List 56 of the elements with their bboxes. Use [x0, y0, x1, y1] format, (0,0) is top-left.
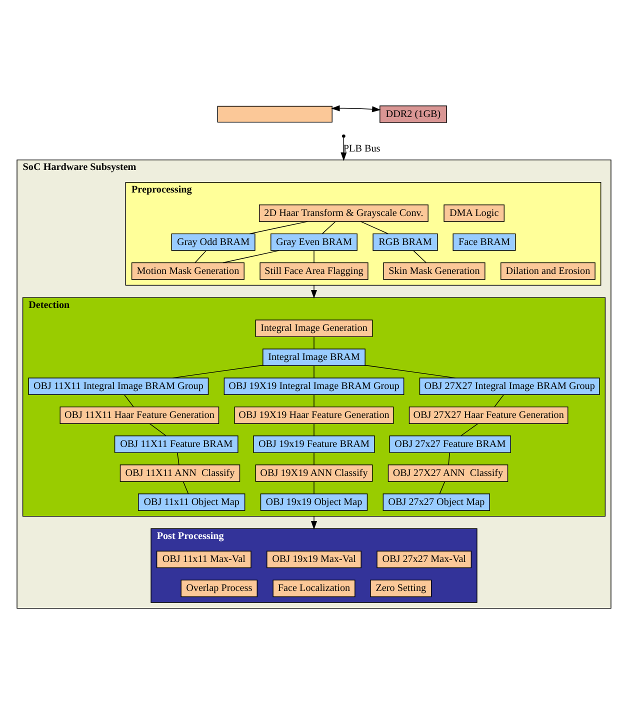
node-box [217, 105, 332, 122]
connector [177, 452, 180, 465]
arrow [331, 104, 381, 112]
node-box: OBJ 11X11 Integral Image BRAM Group [28, 377, 209, 394]
node-box: Overlap Process [180, 579, 258, 597]
node-box: OBJ 19X19 ANN Classify [255, 464, 373, 482]
node-box: Face Localization [272, 579, 356, 597]
edge-label: PLB Bus [343, 142, 380, 154]
connector [322, 220, 336, 234]
node-box: OBJ 27x27 Max-Val [376, 550, 472, 568]
node-box: OBJ 19x19 Feature BRAM [253, 435, 375, 452]
node-box: DMA Logic [444, 204, 504, 222]
node-box: Integral Image BRAM [262, 348, 366, 366]
arrow [310, 284, 318, 298]
node-box: OBJ 11x11 Max-Val [156, 550, 252, 568]
connector [364, 364, 456, 378]
node-box: DDR2 (1GB) [380, 105, 447, 122]
node-box: OBJ 27X27 Integral Image BRAM Group [419, 377, 600, 394]
node-box: OBJ 19X19 Haar Feature Generation [234, 406, 394, 424]
node-box: Face BRAM [452, 232, 516, 250]
connector [360, 220, 389, 234]
connector [182, 480, 189, 494]
node-box: Zero Setting [370, 579, 432, 597]
node-box: 2D Haar Transform & Grayscale Conv. [258, 204, 428, 222]
node-box: OBJ 19x19 Object Map [260, 493, 368, 510]
node-box: OBJ 11x11 Object Map [138, 493, 246, 510]
node-box: Dilation and Erosion [500, 262, 596, 280]
node-box: Skin Mask Generation [383, 262, 486, 280]
node-box: OBJ 11X11 Haar Feature Generation [60, 406, 220, 424]
node-box: OBJ 11X11 ANN Classify [120, 464, 240, 482]
connector [448, 452, 450, 465]
node-box: Motion Mask Generation [131, 262, 244, 280]
node-box: OBJ 27X27 ANN Classify [388, 464, 508, 482]
node-box: OBJ 27x27 Object Map [382, 493, 490, 510]
connector [124, 394, 134, 407]
node-box: RGB BRAM [372, 232, 438, 250]
connector [222, 250, 280, 263]
node-box: Still Face Area Flagging [260, 262, 368, 280]
node-box: OBJ 19x19 Max-Val [266, 550, 362, 568]
node-box: Gray Odd BRAM [171, 232, 256, 250]
node-box: OBJ 11X11 Feature BRAM [114, 435, 238, 452]
node-box: Gray Even BRAM [270, 232, 358, 250]
node-box: OBJ 27X27 Haar Feature Generation [408, 406, 568, 424]
node-box: OBJ 19X19 Integral Image BRAM Group [224, 377, 404, 394]
connector [194, 250, 206, 263]
node-box: OBJ 27x27 Feature BRAM [389, 435, 512, 452]
connector [460, 422, 478, 436]
connector [172, 364, 264, 378]
arrow [310, 515, 318, 530]
connector [149, 422, 166, 436]
connector [249, 220, 308, 234]
connector [439, 480, 446, 494]
connector [413, 250, 426, 263]
node-box: Integral Image Generation [255, 319, 373, 337]
arrow [340, 136, 347, 161]
connector [494, 394, 504, 407]
